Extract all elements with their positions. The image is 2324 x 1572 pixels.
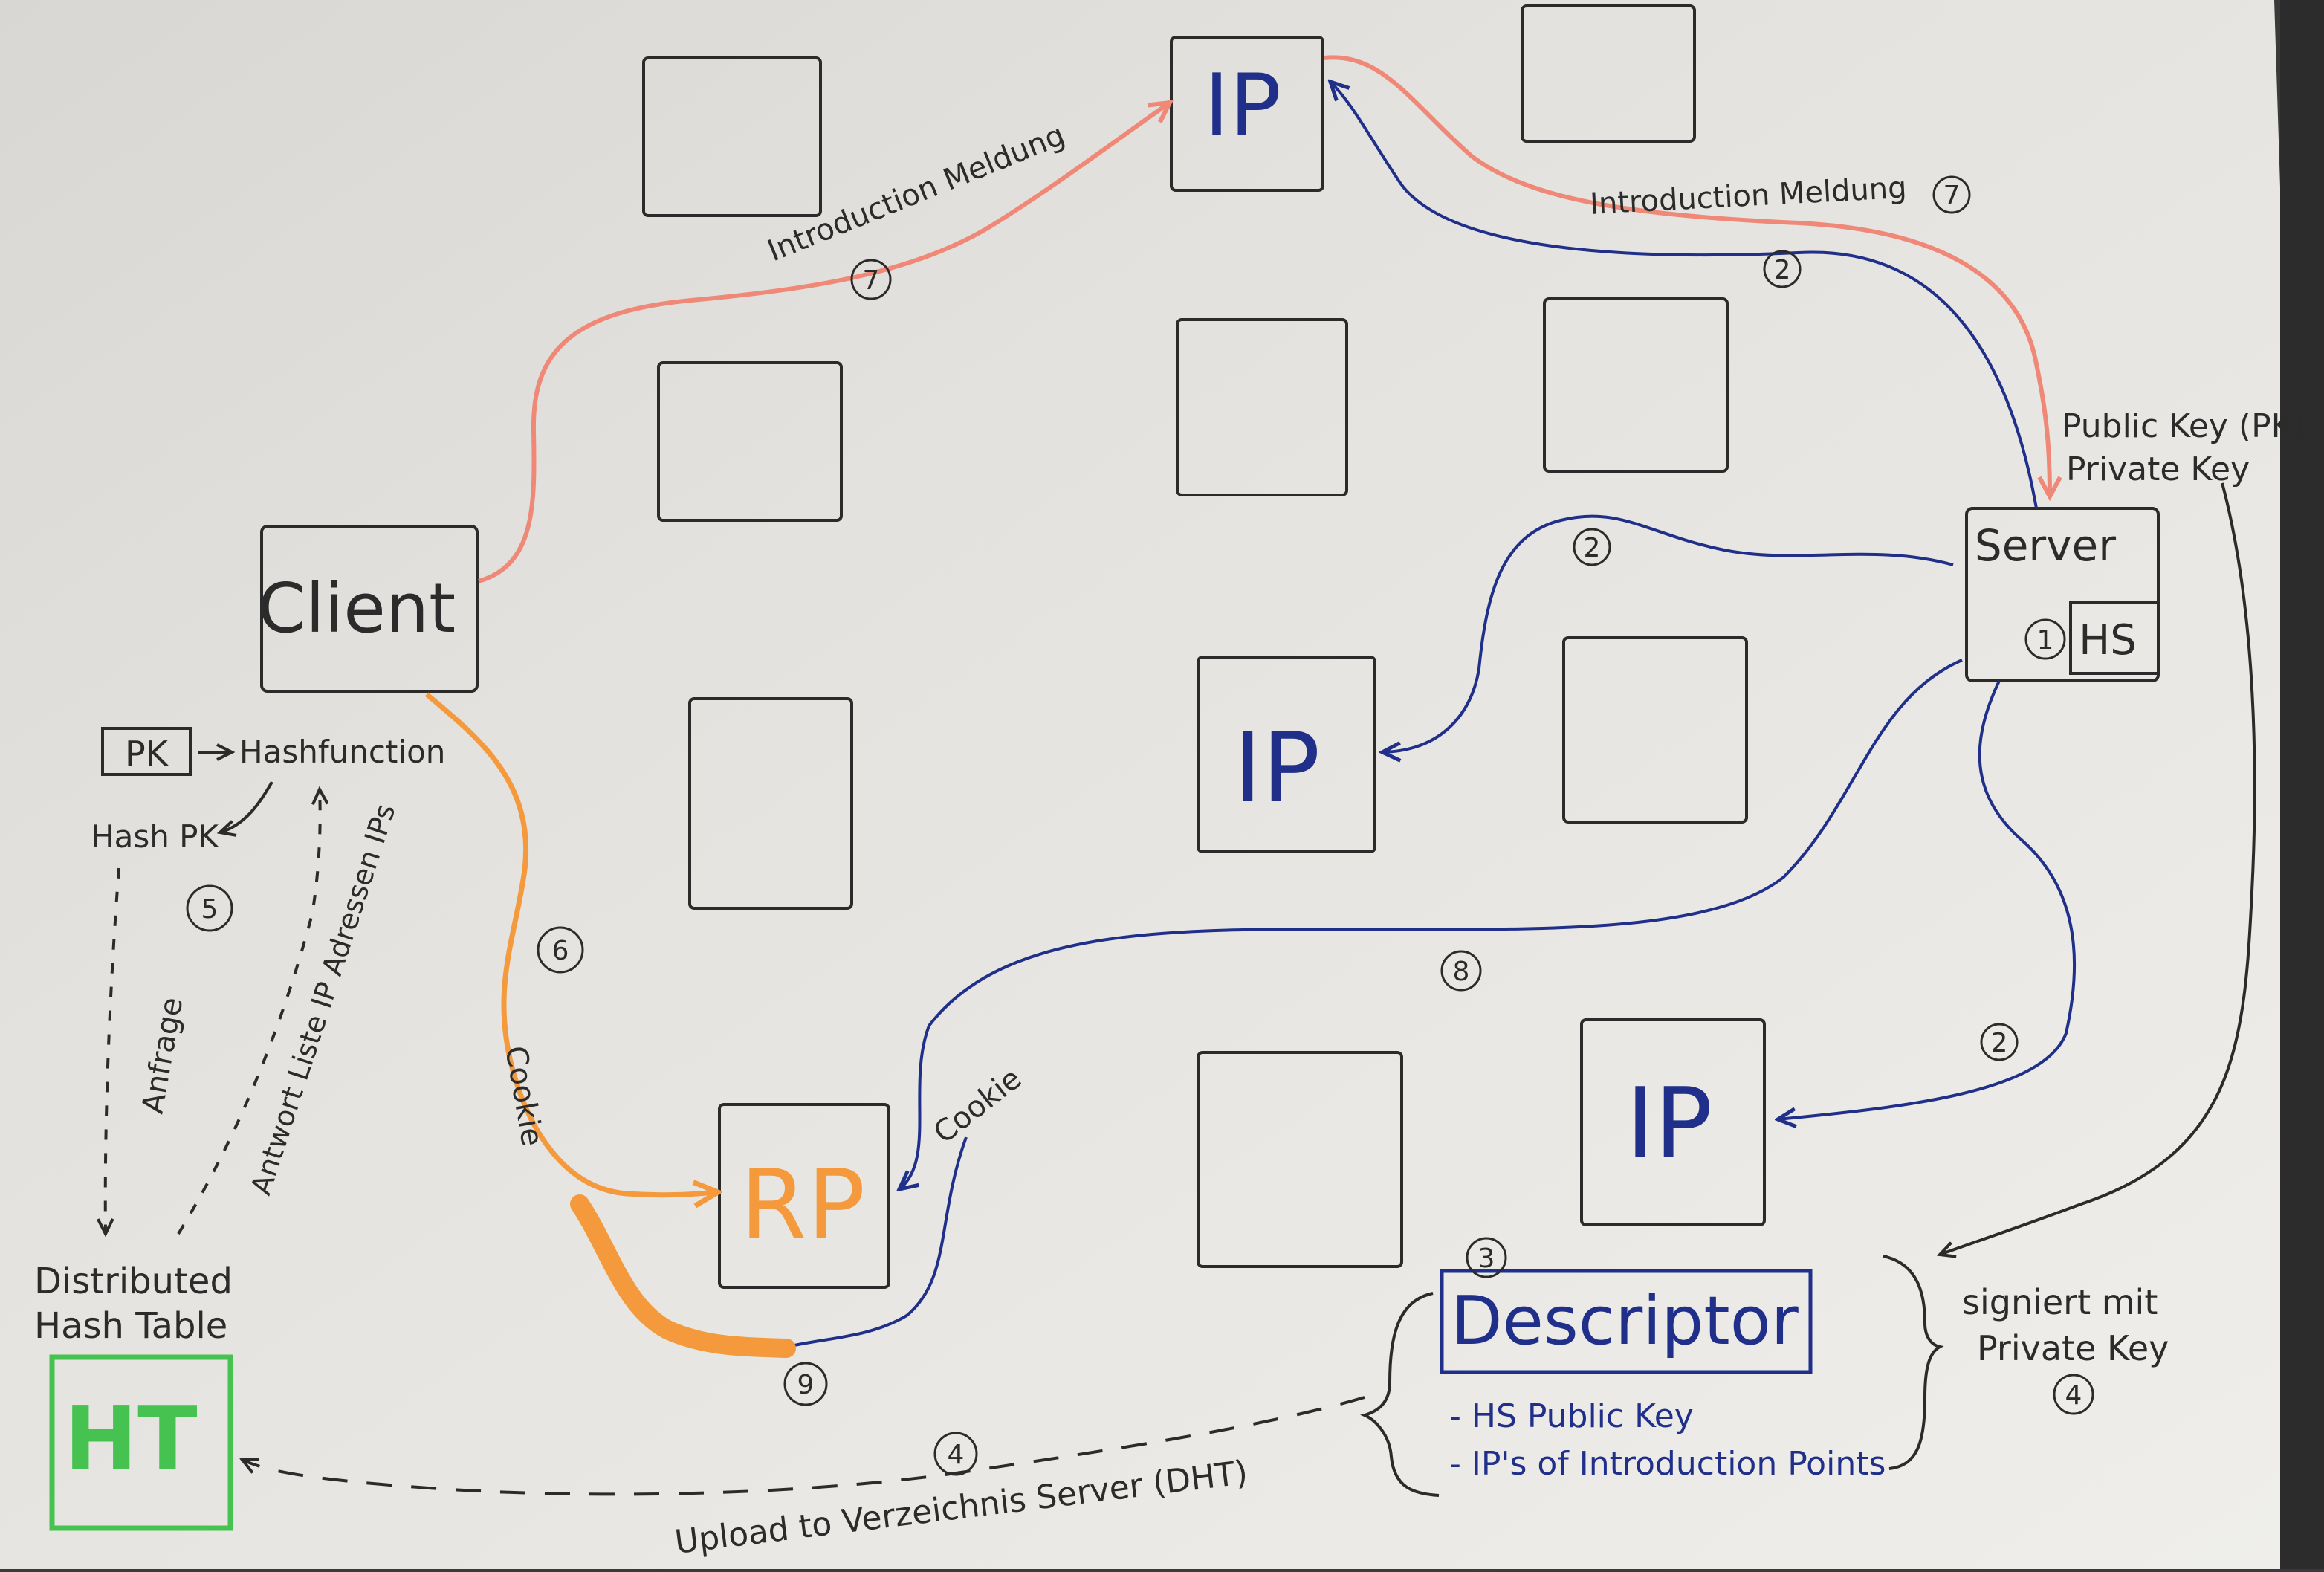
rp-label: RP	[740, 1148, 866, 1261]
relay-box	[688, 697, 853, 910]
key-label-line1: Public Key (PK)	[2062, 407, 2305, 445]
step-number-5: 5	[201, 894, 219, 925]
ip-bottom-label: IP	[1626, 1067, 1713, 1180]
step-numbers: 1 2 2 2 3 4 4 5 6 7 7 8 9	[201, 181, 2082, 1470]
blue-paths	[787, 82, 2077, 1348]
hs-label: HS	[2079, 616, 2137, 664]
step-circle-2a	[1763, 250, 1802, 288]
pk-label: PK	[125, 734, 169, 774]
signed-label-line1: signiert mit	[1962, 1282, 2158, 1322]
step-number-4a: 4	[948, 1440, 965, 1470]
step-number-7a: 7	[863, 265, 880, 296]
step-number-4b: 4	[2065, 1380, 2082, 1411]
path-server-to-ip-bottom	[1778, 680, 2077, 1119]
path-client-to-ip-top	[478, 103, 1170, 583]
key-label-line2: Private Key	[2066, 450, 2250, 488]
step-number-7b: 7	[1943, 181, 1961, 211]
ht-label: HT	[64, 1387, 197, 1489]
relay-box	[1543, 297, 1729, 473]
step-number-6: 6	[552, 936, 569, 966]
server-label: Server	[1975, 520, 2116, 571]
step-circle-4b	[2053, 1374, 2094, 1415]
step-circle-7a	[850, 259, 892, 300]
step-number-2a: 2	[1774, 255, 1791, 285]
relay-box	[1521, 4, 1696, 143]
descriptor-box	[1440, 1269, 1813, 1374]
path-rp-to-meeting	[787, 1136, 968, 1348]
step-circle-7b	[1932, 175, 1971, 214]
relay-box	[642, 56, 822, 217]
relay-box	[1176, 318, 1348, 496]
relay-box	[1562, 636, 1748, 824]
step-number-3: 3	[1478, 1243, 1495, 1274]
path-server-to-ip-top	[1330, 82, 2038, 509]
step-circle-4a	[933, 1432, 978, 1476]
relay-box	[1197, 1051, 1403, 1268]
path-server-to-rp	[899, 659, 1963, 1189]
descriptor-item-1: - HS Public Key	[1449, 1397, 1694, 1435]
step-circle-5	[186, 884, 233, 932]
step-circle-6	[537, 926, 584, 974]
signed-label-line2: Private Key	[1977, 1328, 2169, 1368]
step-markers	[186, 175, 2094, 1476]
path-dht-up-antwort	[177, 789, 320, 1235]
ht-box	[49, 1354, 233, 1531]
step-circle-9	[783, 1362, 828, 1406]
relay-box	[657, 361, 843, 522]
ip-mid-label: IP	[1234, 711, 1321, 824]
step-number-8: 8	[1453, 957, 1470, 987]
ip-top-label: IP	[1204, 56, 1281, 156]
server-box	[1965, 507, 2160, 682]
relay-boxes	[642, 4, 1748, 1268]
path-hashfunction-to-hashpk	[220, 781, 273, 832]
path-client-to-rp	[424, 692, 718, 1195]
step-circle-3	[1466, 1237, 1507, 1278]
descriptor-right-brace	[1883, 1255, 1944, 1470]
step-number-1: 1	[2037, 625, 2054, 656]
pk-box	[101, 727, 192, 776]
ip-mid-box	[1197, 656, 1376, 853]
step-number-9: 9	[797, 1370, 815, 1400]
descriptor-item-2: - IP's of Introduction Points	[1449, 1445, 1886, 1483]
descriptor-left-brace	[1360, 1292, 1440, 1497]
descriptor-label: Descriptor	[1451, 1282, 1799, 1360]
path-ip-top-to-server	[1324, 55, 2050, 496]
client-box	[260, 525, 479, 693]
client-label: Client	[258, 569, 456, 648]
path-upload-to-dht	[242, 1396, 1365, 1496]
dht-label-line2: Hash Table	[34, 1305, 227, 1347]
step-circle-2c	[1980, 1023, 2019, 1061]
paper-dark-edge	[2280, 0, 2324, 1569]
dht-label-line1: Distributed	[34, 1261, 233, 1302]
path-server-to-ip-mid	[1382, 514, 1954, 752]
path-key-to-signed	[1940, 482, 2256, 1255]
step-circle-8	[1440, 950, 1482, 992]
hs-box	[2069, 601, 2160, 675]
step-number-2b: 2	[1584, 533, 1601, 563]
step-circle-1	[2024, 618, 2066, 660]
path-hash-down-anfrage	[106, 867, 120, 1234]
path-orange-to-meeting	[570, 1194, 796, 1358]
step-number-2c: 2	[1991, 1028, 2008, 1058]
ip-bottom-box	[1580, 1018, 1766, 1226]
step-circle-2b	[1573, 528, 1611, 566]
hashfunction-label: Hashfunction	[239, 734, 445, 770]
hash-pk-label: Hash PK	[91, 818, 219, 855]
